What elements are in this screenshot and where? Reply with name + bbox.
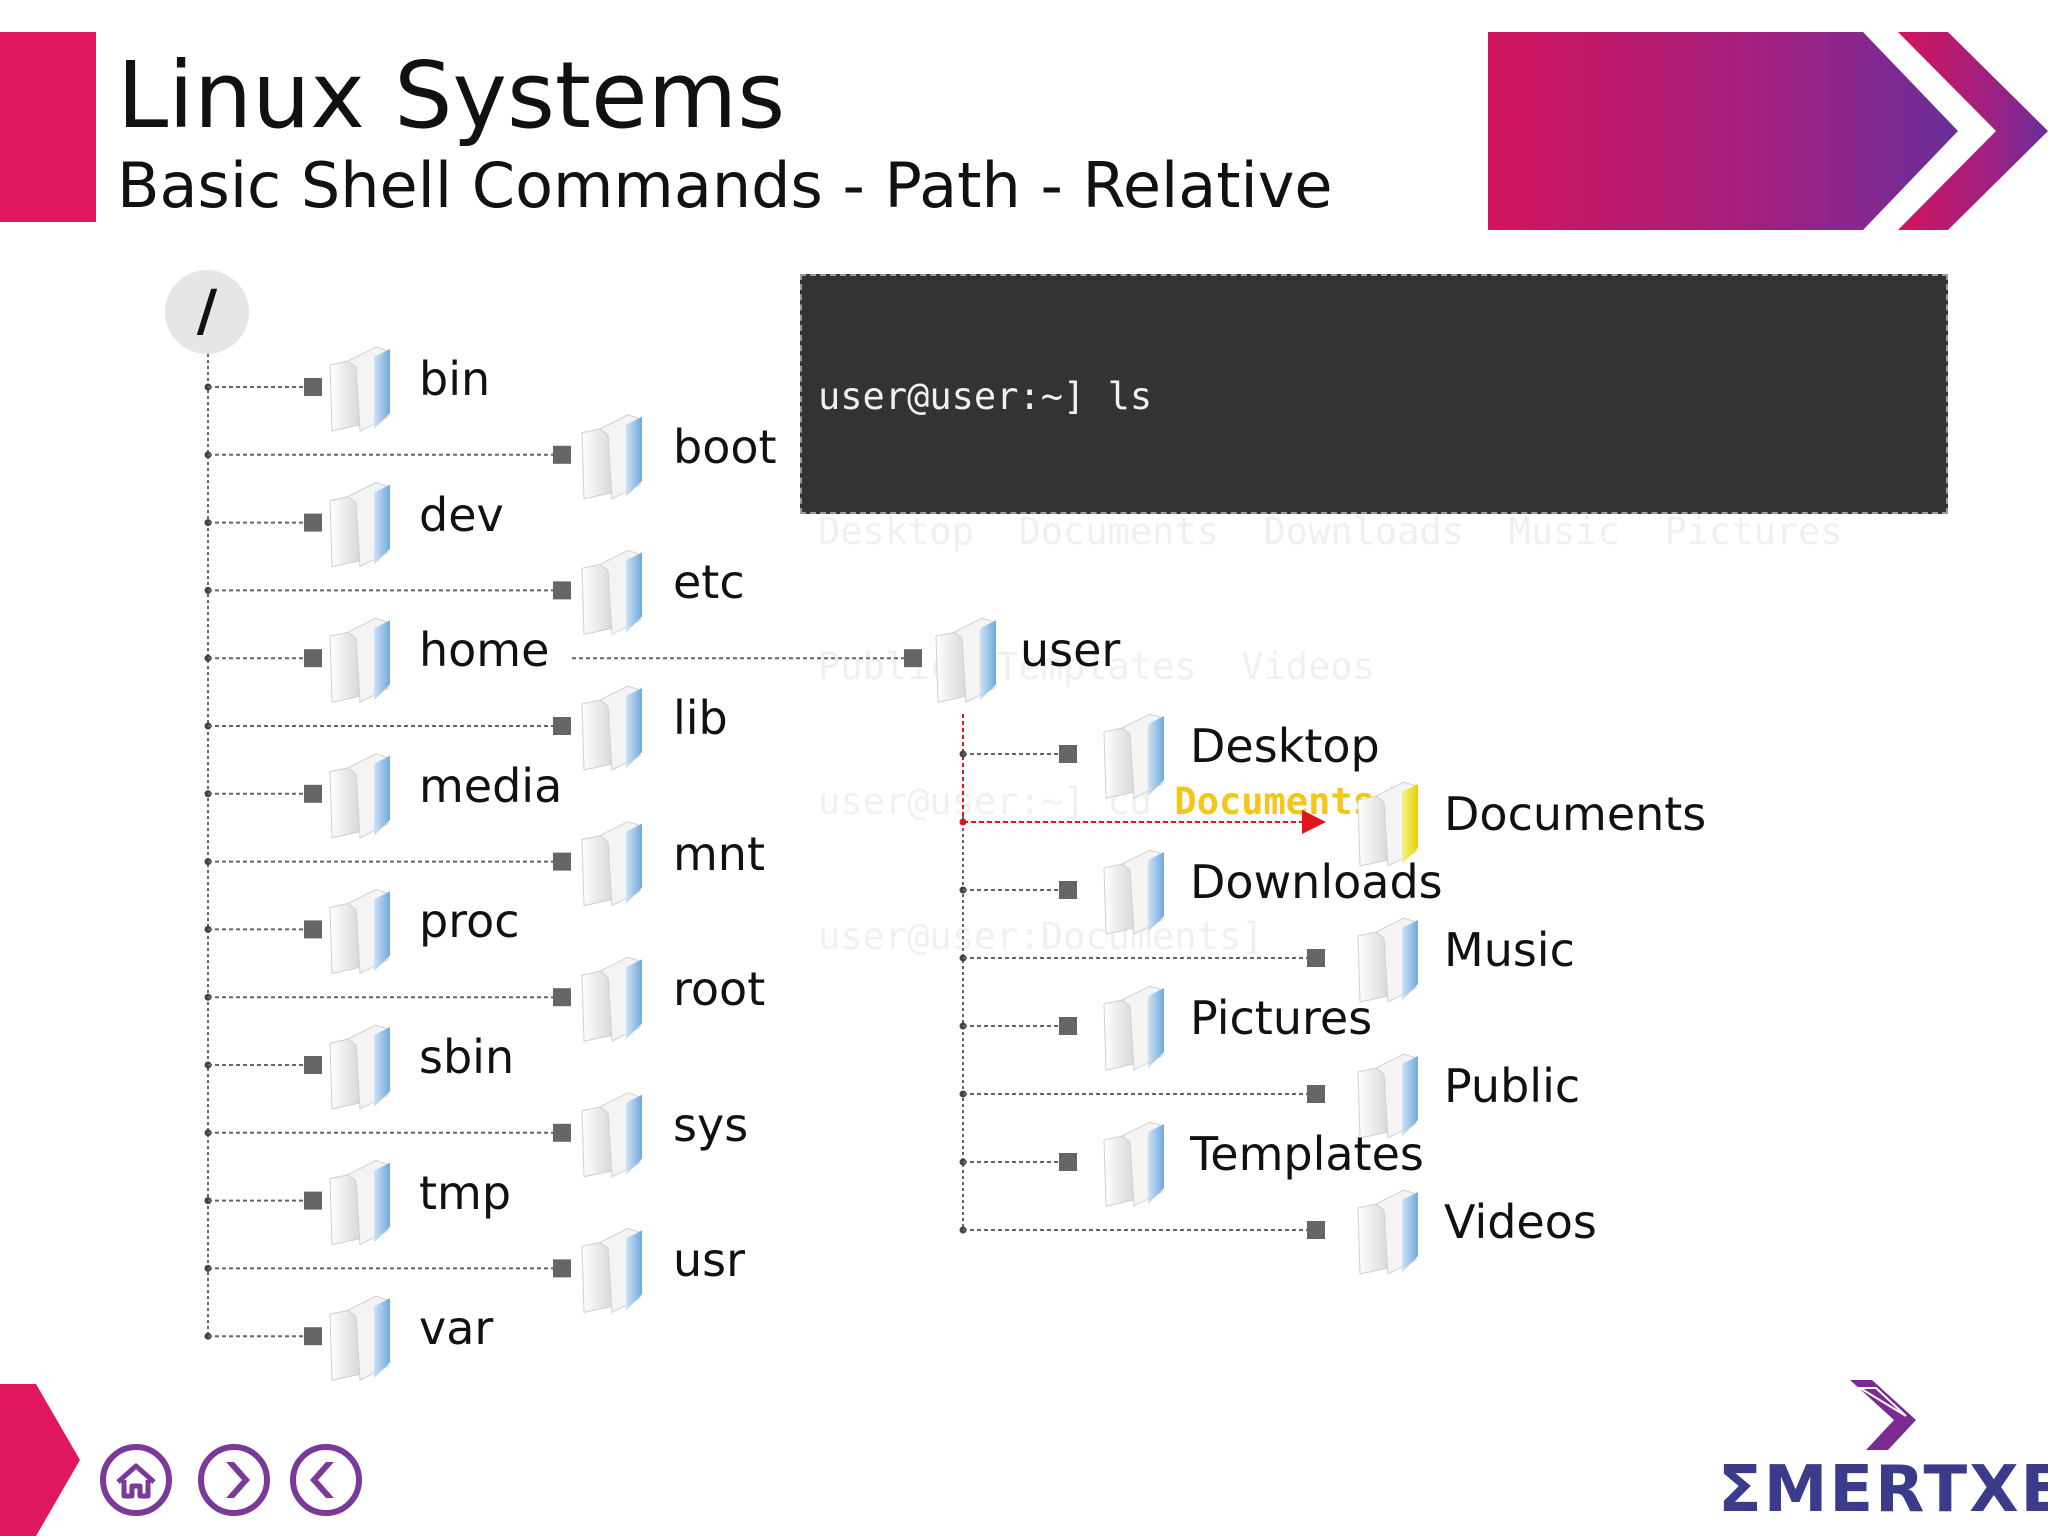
next-button[interactable] [198, 1444, 270, 1516]
home-button[interactable] [100, 1444, 172, 1516]
dir-sbin[interactable]: sbin [419, 1030, 515, 1084]
branch-marker [304, 378, 322, 396]
dir-lib[interactable]: lib [673, 691, 728, 745]
header-banner [1488, 32, 2048, 230]
dir-music[interactable]: Music [1444, 923, 1575, 977]
dir-dev[interactable]: dev [419, 487, 504, 542]
dir-usr[interactable]: usr [673, 1233, 746, 1288]
folder-icon [1357, 1053, 1418, 1139]
folder-icon [329, 1024, 390, 1110]
branch-marker [304, 649, 322, 668]
terminal-prompt: user@user:~] cd [818, 780, 1175, 823]
branch-marker [553, 581, 571, 600]
folder-icon [1103, 713, 1164, 799]
folder-icon [581, 549, 642, 636]
branch-marker [304, 1327, 322, 1346]
folder-icon [329, 753, 390, 839]
emertxe-logo [1850, 1380, 1916, 1450]
branch-marker [304, 513, 322, 532]
dir-home[interactable]: home [419, 623, 550, 678]
branch-marker [1307, 949, 1325, 967]
dir-etc[interactable]: etc [673, 555, 745, 610]
folder-icon [581, 685, 642, 771]
terminal-line: Public Templates Videos [818, 645, 1375, 688]
next-icon [226, 1462, 250, 1498]
branch-marker [304, 1191, 322, 1210]
dir-templates[interactable]: Templates [1190, 1127, 1424, 1181]
dir-downloads[interactable]: Downloads [1190, 855, 1443, 909]
folder-icon [1103, 1121, 1164, 1207]
branch-marker [1059, 881, 1077, 899]
folder-icon [1103, 985, 1164, 1071]
folder-icon [329, 346, 390, 432]
emertxe-logo-text: ΣMERTXE [1718, 1453, 2048, 1527]
terminal-window: user@user:~] ls Desktop Documents Downlo… [800, 274, 1948, 958]
branch-marker [1059, 1153, 1077, 1171]
folder-icon [1357, 1189, 1418, 1275]
branch-marker [904, 649, 922, 668]
dir-proc[interactable]: proc [419, 894, 520, 949]
branch-marker [304, 920, 322, 939]
folder-icon [581, 956, 642, 1042]
branch-marker [553, 717, 571, 735]
branch-marker [1307, 1221, 1325, 1239]
dir-sys[interactable]: sys [673, 1097, 749, 1152]
folder-icon [581, 821, 642, 907]
dir-pictures[interactable]: Pictures [1190, 991, 1373, 1045]
dir-media[interactable]: media [419, 758, 563, 813]
folder-icon [329, 617, 390, 703]
branch-marker [1059, 1017, 1077, 1035]
folder-icon [581, 1227, 642, 1314]
prev-button[interactable] [290, 1444, 362, 1516]
dir-root[interactable]: root [673, 962, 766, 1017]
folder-icon [1357, 781, 1418, 867]
folder-icon [935, 617, 996, 703]
home-icon [116, 1463, 156, 1499]
branch-marker [553, 1123, 571, 1142]
terminal-line: Desktop Documents Downloads Music Pictur… [818, 510, 1843, 553]
folder-icon [329, 888, 390, 975]
dir-desktop[interactable]: Desktop [1190, 719, 1380, 773]
page-subtitle: Basic Shell Commands - Path - Relative [117, 149, 1333, 222]
dir-public[interactable]: Public [1444, 1059, 1581, 1113]
dir-tmp[interactable]: tmp [419, 1165, 512, 1220]
branch-marker [553, 988, 571, 1007]
prev-icon [310, 1462, 334, 1498]
terminal-line: user@user:~] ls [818, 375, 1153, 418]
terminal-line: user@user:Documents] [818, 915, 1264, 958]
folder-icon [1103, 849, 1164, 935]
folder-icon [329, 1295, 390, 1381]
terminal-line: user@user:~] cd Documents/ [818, 779, 1930, 824]
dir-boot[interactable]: boot [673, 419, 777, 474]
branch-marker [553, 1259, 571, 1278]
branch-marker [553, 445, 571, 464]
folder-icon [1357, 917, 1418, 1003]
footer-accent [0, 1384, 80, 1536]
folder-icon [581, 1092, 642, 1178]
page-title: Linux Systems [117, 42, 786, 149]
branch-marker [553, 852, 571, 871]
dir-var[interactable]: var [419, 1301, 494, 1356]
header-accent-bar [0, 32, 96, 222]
dir-documents[interactable]: Documents [1444, 787, 1707, 841]
dir-bin[interactable]: bin [419, 352, 491, 406]
folder-icon [329, 482, 390, 568]
folder-icon [329, 1160, 390, 1246]
branch-marker [1307, 1085, 1325, 1103]
branch-marker [304, 784, 322, 803]
dir-mnt[interactable]: mnt [673, 826, 765, 881]
branch-marker [304, 1056, 322, 1074]
folder-icon [581, 414, 642, 500]
dir-user[interactable]: user [1020, 623, 1121, 678]
branch-marker [1059, 745, 1077, 763]
root-node: / [165, 270, 249, 354]
dir-videos[interactable]: Videos [1444, 1195, 1597, 1249]
